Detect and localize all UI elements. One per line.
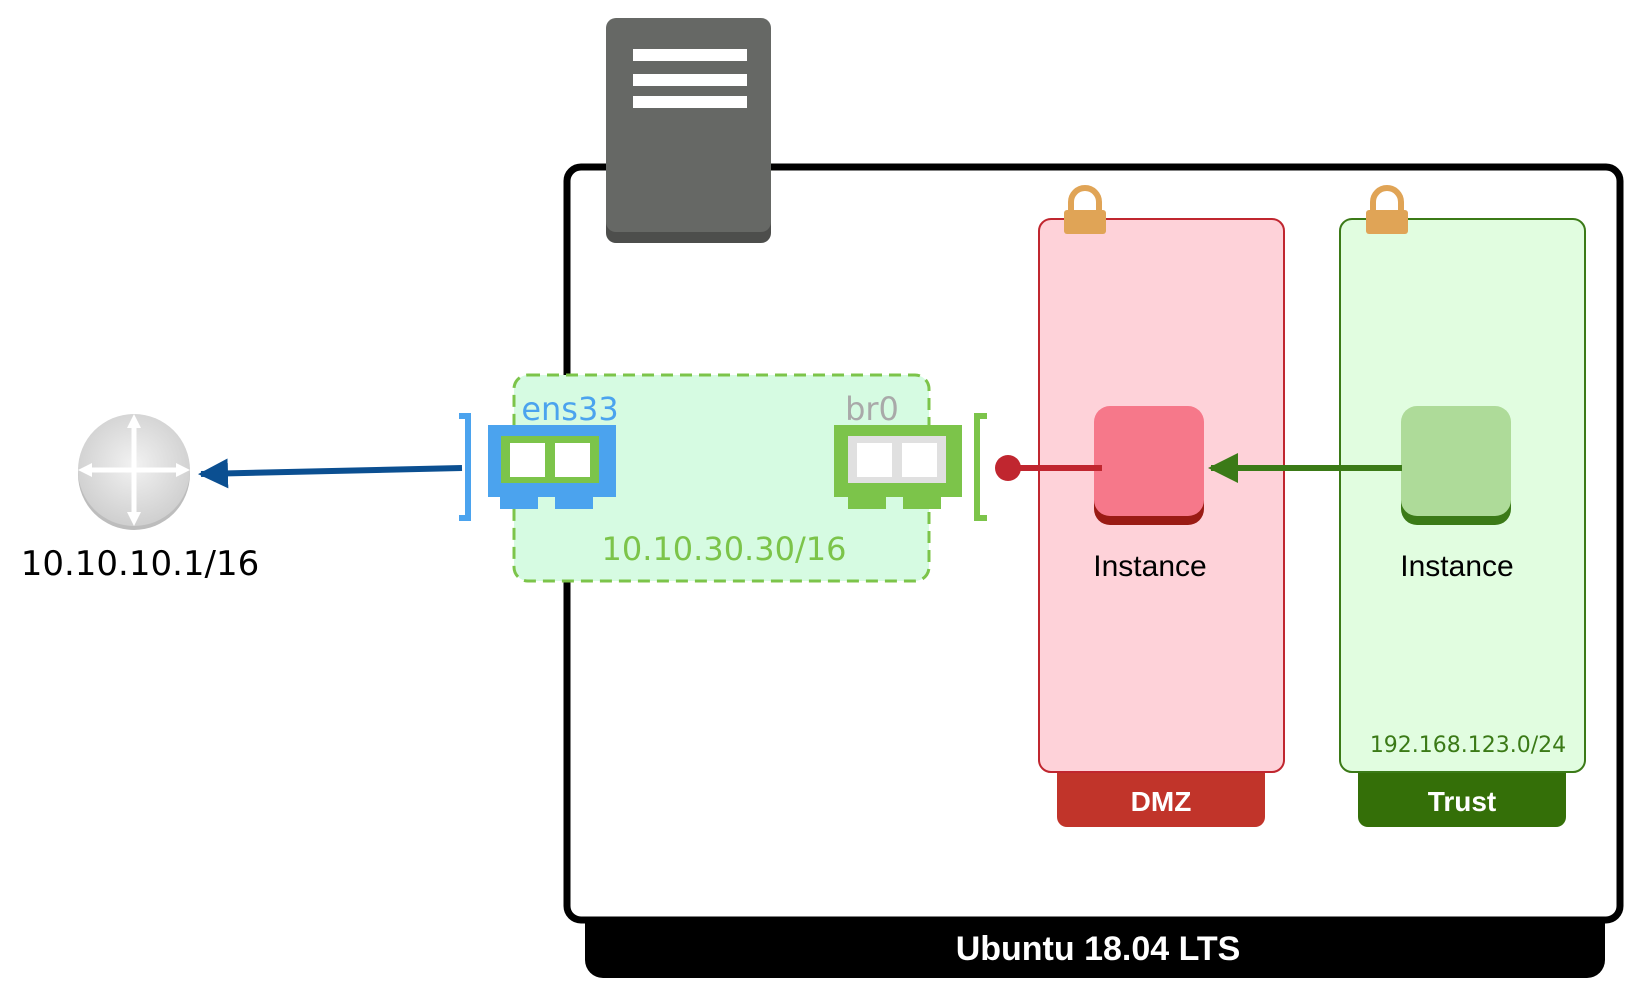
host-os-label: Ubuntu 18.04 LTS <box>956 930 1241 968</box>
dmz-instance-icon <box>1094 406 1204 525</box>
router-address-label: 10.10.10.1/16 <box>21 544 260 584</box>
ens33-label: ens33 <box>521 390 618 428</box>
zone-dmz: DMZ Instance <box>1038 185 1285 827</box>
bridge-subnet-label: 10.10.30.30/16 <box>602 530 847 568</box>
br0-nic-icon <box>834 413 987 521</box>
dmz-link <box>995 455 1102 481</box>
dmz-instance-label: Instance <box>1093 550 1206 583</box>
trust-instance-label: Instance <box>1400 550 1513 583</box>
server-icon <box>606 18 771 243</box>
uplink-arrow <box>198 458 463 489</box>
trust-tab-label: Trust <box>1428 786 1496 817</box>
lock-icon <box>1366 185 1408 234</box>
trust-instance-icon <box>1401 406 1511 525</box>
br0-label: br0 <box>845 390 899 428</box>
zone-trust: Trust Instance 192.168.123.0/24 <box>1339 185 1586 827</box>
ens33-nic-icon <box>459 413 616 521</box>
trust-subnet-label: 192.168.123.0/24 <box>1370 733 1566 758</box>
router-icon <box>78 414 190 530</box>
dmz-tab-label: DMZ <box>1131 786 1192 817</box>
lock-icon <box>1064 185 1106 234</box>
